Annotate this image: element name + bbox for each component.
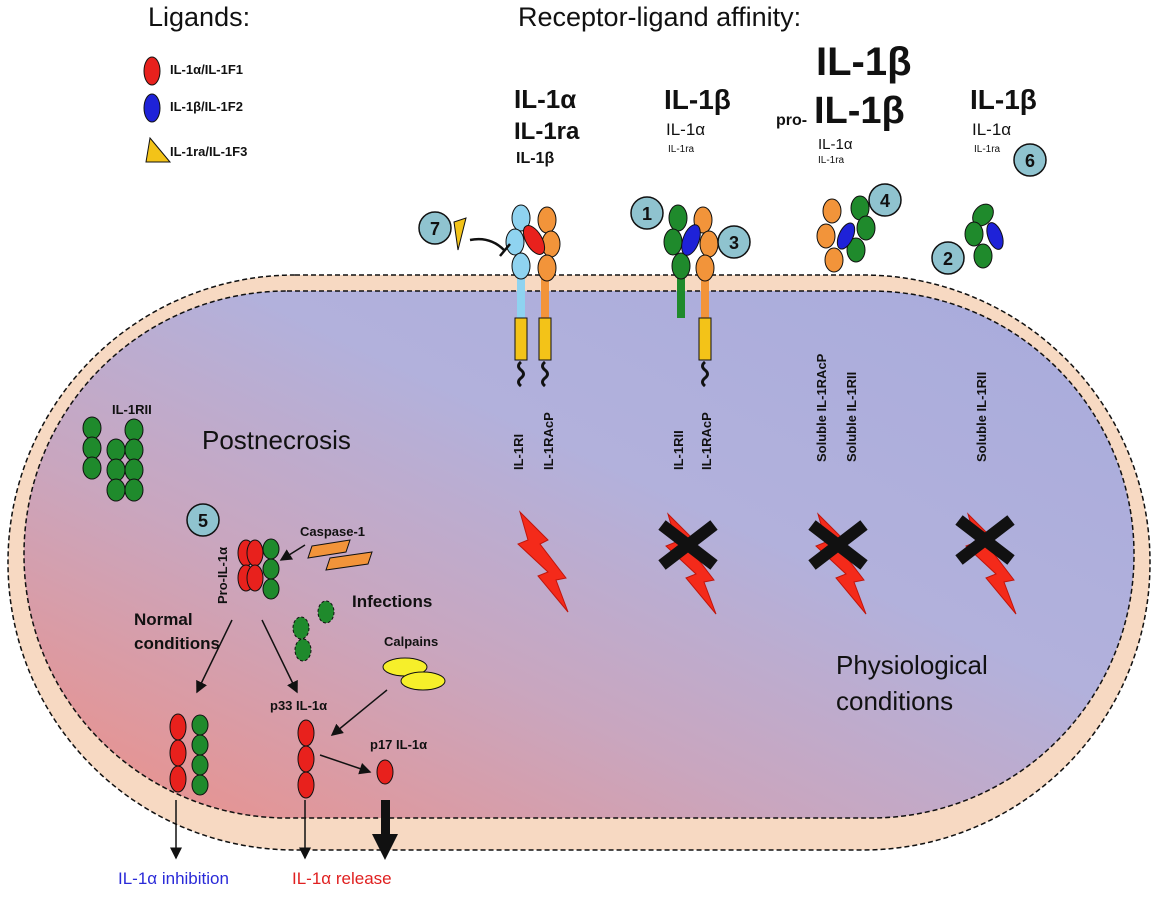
label-p17: p17 IL-1α xyxy=(370,737,428,752)
label-normal-2: conditions xyxy=(134,634,220,653)
affinity-g1-line1: IL-1α xyxy=(514,84,577,114)
badge-1: 1 xyxy=(630,196,664,230)
inhibition-bar xyxy=(499,243,511,257)
svg-text:1: 1 xyxy=(642,204,652,224)
pro-il1a-complex xyxy=(237,538,280,600)
arrow-calpain xyxy=(330,689,388,736)
svg-text:2: 2 xyxy=(943,249,953,269)
arrow-release-bold xyxy=(372,800,398,860)
legend-label-il1ra: IL-1ra/IL-1F3 xyxy=(170,144,248,159)
badge-4: 4 xyxy=(868,183,902,217)
svg-text:5: 5 xyxy=(198,511,208,531)
legend-il1b-icon xyxy=(143,93,161,123)
label-il1rii-cluster: IL-1RII xyxy=(112,402,152,417)
affinity-g1-line2: IL-1ra xyxy=(514,118,580,145)
affinity-g2-line3: IL-1ra xyxy=(668,144,695,155)
affinity-g3-line3: IL-1α xyxy=(818,136,853,153)
calpain-b xyxy=(400,671,446,691)
affinity-g4-line3: IL-1ra xyxy=(974,144,1001,155)
badge-5: 5 xyxy=(186,503,220,537)
label-physiological: Physiological xyxy=(836,650,988,680)
label-p33: p33 IL-1α xyxy=(270,698,328,713)
legend-il1ra-icon xyxy=(145,136,172,163)
arrow-normal xyxy=(196,619,233,694)
affinity-g3-line2: IL-1β xyxy=(814,90,905,132)
il1ra-ligand xyxy=(453,217,467,251)
label-conditions: conditions xyxy=(836,686,954,716)
badge-2: 2 xyxy=(931,241,965,275)
arrow-p17 xyxy=(319,754,372,775)
label-soluble-il1rii-2: Soluble IL-1RII xyxy=(974,372,989,462)
legend-il1a-icon xyxy=(143,56,161,86)
caspase1-shape-b xyxy=(325,551,373,571)
label-soluble-il1racp: Soluble IL-1RAcP xyxy=(814,353,829,462)
label-calpains: Calpains xyxy=(384,634,439,649)
label-il1ri: IL-1RI xyxy=(511,434,526,470)
soluble-complex-il1racp-il1rii xyxy=(816,195,876,273)
receptor-complex-il1ri xyxy=(505,204,561,388)
soluble-complex-il1rii xyxy=(964,203,1004,269)
cytoplasm xyxy=(23,290,1135,819)
svg-text:6: 6 xyxy=(1025,151,1035,171)
caspase-arrow xyxy=(279,544,306,561)
badge-7: 7 xyxy=(418,211,452,245)
affinity-g1-line3: IL-1β xyxy=(516,150,555,167)
affinity-g2-line1: IL-1β xyxy=(664,84,731,115)
receptor-complex-il1rii xyxy=(663,204,719,388)
label-infections: Infections xyxy=(352,592,433,611)
arrow-p33 xyxy=(261,619,298,694)
label-il1rii: IL-1RII xyxy=(671,430,686,470)
svg-text:4: 4 xyxy=(880,191,890,211)
label-il1a-inhibition: IL-1α inhibition xyxy=(118,869,229,888)
svg-text:7: 7 xyxy=(430,219,440,239)
label-soluble-il1rii-1: Soluble IL-1RII xyxy=(844,372,859,462)
caspase1-shape-a xyxy=(307,539,351,559)
affinity-g2-line2: IL-1α xyxy=(666,120,706,139)
label-il1racp-1: IL-1RAcP xyxy=(541,412,556,470)
label-pro-il1a: Pro-IL-1α xyxy=(215,546,230,604)
inhibition-arc xyxy=(469,237,505,251)
affinity-g3-pro: pro- xyxy=(776,112,808,129)
affinity-g4-line1: IL-1β xyxy=(970,84,1037,115)
affinity-title: Receptor-ligand affinity: xyxy=(518,2,802,32)
badge-3: 3 xyxy=(717,225,751,259)
label-il1a-release: IL-1α release xyxy=(292,869,392,888)
affinity-g3-line1: IL-1β xyxy=(816,40,912,84)
intracellular-il1rii-cluster xyxy=(82,416,144,502)
legend-title: Ligands: xyxy=(148,2,251,32)
svg-text:3: 3 xyxy=(729,233,739,253)
affinity-g4-line2: IL-1α xyxy=(972,120,1012,139)
p33-il1a xyxy=(297,719,315,799)
label-postnecrosis: Postnecrosis xyxy=(202,425,351,455)
legend-label-il1a: IL-1α/IL-1F1 xyxy=(170,62,243,77)
affinity-g3-line4: IL-1ra xyxy=(818,155,845,166)
il1a-il1rii-complex xyxy=(169,713,209,796)
label-il1racp-2: IL-1RAcP xyxy=(699,412,714,470)
label-caspase1: Caspase-1 xyxy=(300,524,366,539)
infection-particles xyxy=(292,600,335,662)
label-normal-1: Normal xyxy=(134,610,193,629)
p17-il1a xyxy=(376,759,394,785)
legend-label-il1b: IL-1β/IL-1F2 xyxy=(170,99,243,114)
badge-6: 6 xyxy=(1013,143,1047,177)
